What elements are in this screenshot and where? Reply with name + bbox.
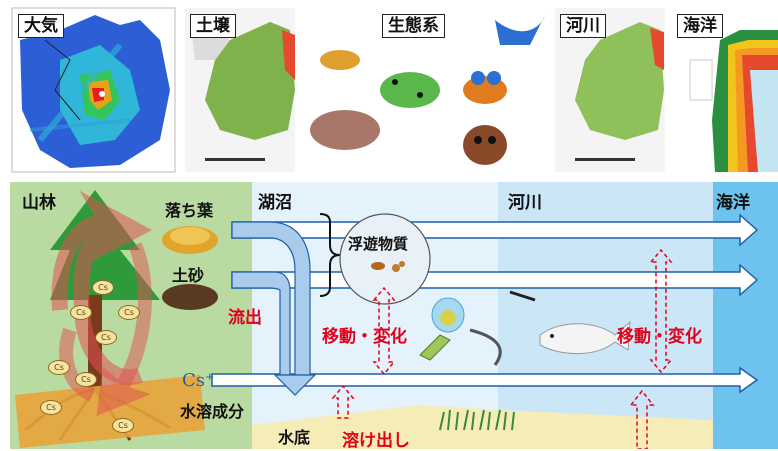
ocean-label: 海洋 — [677, 14, 723, 38]
dissolved-component-label: 水溶成分 — [180, 402, 245, 421]
soil-label: 土壌 — [190, 14, 236, 38]
circulation-arrow — [51, 190, 153, 386]
suspended-matter-circle — [339, 213, 431, 305]
sediment-layer — [252, 405, 713, 449]
migration-label-right: 移動・変化 — [617, 327, 702, 347]
cs-token: Cs — [92, 280, 114, 295]
circulation-arrow-right — [96, 242, 152, 416]
downflow-arrowhead — [273, 374, 317, 396]
cs-token: Cs — [48, 360, 70, 375]
lake-zone-label: 湖沼 — [258, 193, 292, 213]
ocean-zone-label: 海洋 — [716, 193, 750, 213]
ecosystem-illustrations — [310, 15, 545, 165]
soil-pile — [162, 284, 218, 310]
forest-zone-label: 山林 — [22, 193, 56, 213]
migration-label-left: 移動・変化 — [322, 327, 407, 347]
ecosystem-label: 生態系 — [382, 14, 445, 38]
aquatic-weeds — [439, 409, 515, 431]
cs-token: Cs — [118, 305, 140, 320]
ocean-map — [675, 8, 778, 172]
aquatic-organisms — [419, 290, 631, 366]
cs-token: Cs — [95, 330, 117, 345]
leaching-arrows — [331, 384, 655, 449]
cesium-ion-label: Cs⁺ — [182, 370, 215, 391]
runoff-label: 流出 — [228, 308, 262, 328]
cs-token: Cs — [40, 400, 62, 415]
cs-token: Cs — [112, 418, 134, 433]
suspended-matter-label: 浮遊物質 — [348, 235, 409, 253]
river-map — [555, 8, 665, 172]
cs-token: Cs — [70, 305, 92, 320]
river-zone-label: 河川 — [508, 193, 542, 213]
lake-bottom-label: 水底 — [278, 428, 311, 447]
river-label: 河川 — [560, 14, 606, 38]
atmosphere-label: 大気 — [18, 14, 64, 38]
soil-sediment-label: 土砂 — [172, 266, 205, 285]
atmosphere-map — [11, 7, 176, 173]
fallen-leaves-label: 落ち葉 — [165, 201, 214, 220]
leaching-label: 溶け出し — [342, 431, 410, 451]
cs-token: Cs — [75, 372, 97, 387]
forest-soil — [15, 375, 205, 448]
